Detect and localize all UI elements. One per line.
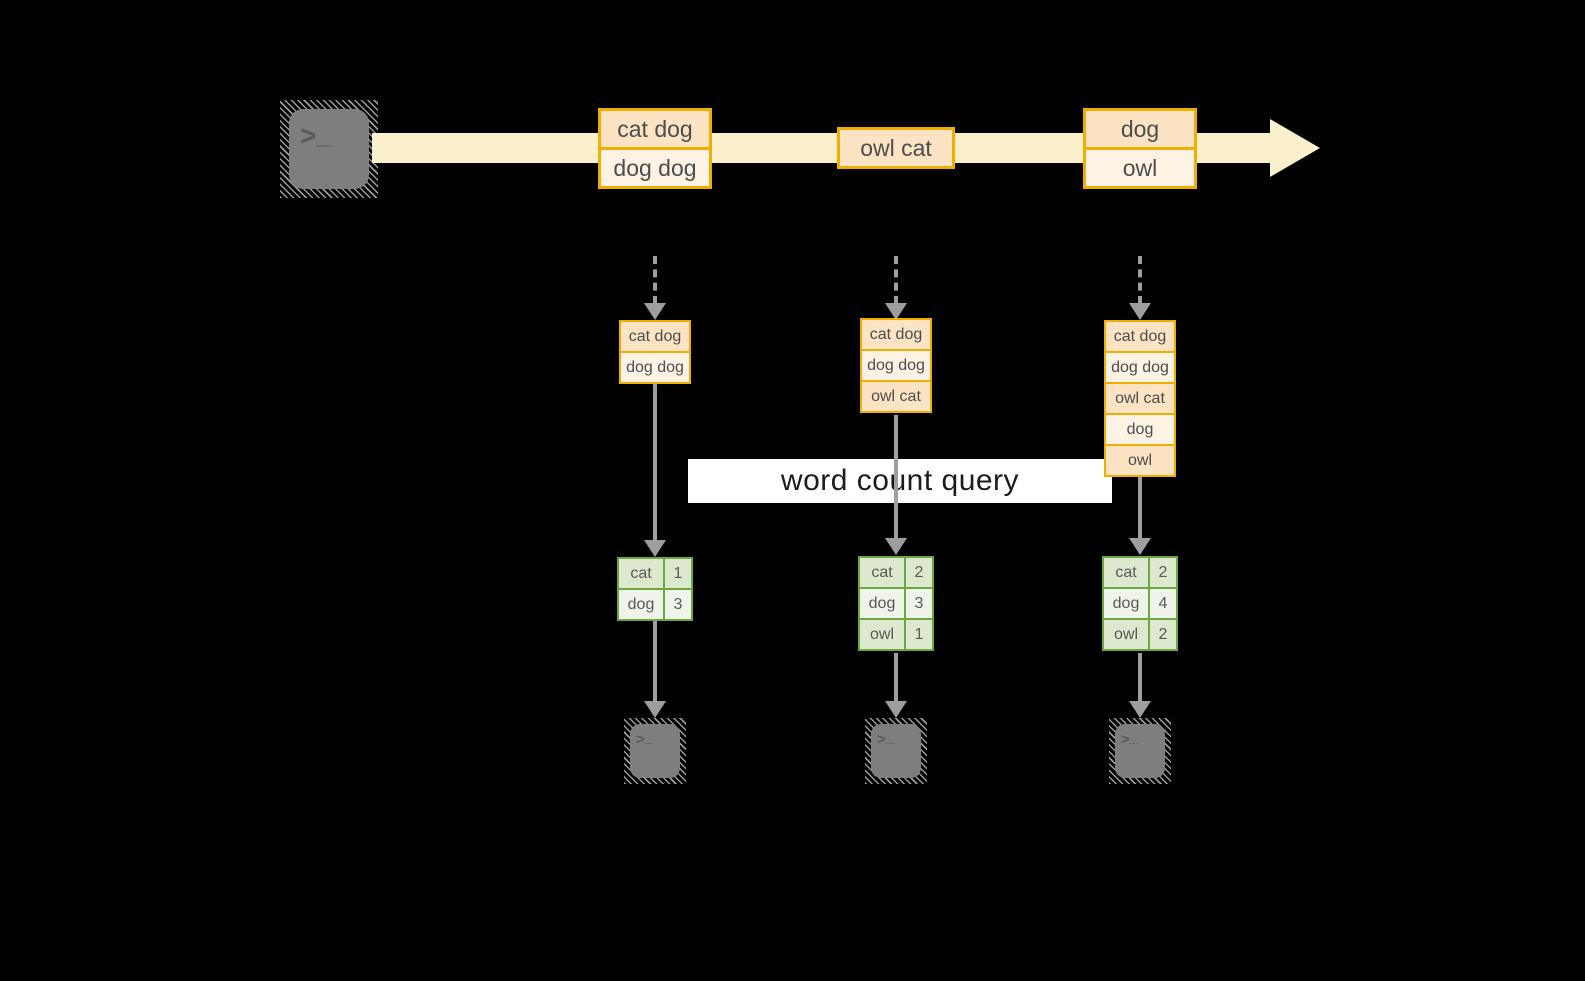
event-buffer-3: cat dog dog dog owl cat dog owl [1104,320,1176,477]
arrowhead-icon [644,540,666,557]
arrow-shaft [894,415,898,538]
arrowhead-icon [1129,701,1151,718]
arrow-shaft [1138,653,1142,701]
query-label: word count query [688,459,1112,503]
count-table-2: cat 2 dog 3 owl 1 [858,556,934,651]
terminal-output-icon-1: >_ [624,718,686,784]
count-value: 2 [1150,620,1176,649]
arrowhead-icon [885,538,907,555]
buffer-row: cat dog [621,322,689,351]
count-word: dog [1104,589,1148,618]
stream-event-group-3: dog owl [1083,108,1197,189]
terminal-prompt-icon: >_ [877,729,895,748]
prompt-chevron: > [1121,731,1130,748]
count-word: owl [860,620,904,649]
terminal-prompt-icon: >_ [1121,729,1139,748]
event-buffer-1: cat dog dog dog [619,320,691,384]
arrow-shaft [1138,477,1142,538]
count-value: 1 [665,559,691,588]
buffer-row: owl [1106,446,1174,475]
event-label: dog [1086,111,1194,147]
buffer-row: owl cat [862,382,930,411]
arrowhead-icon [1129,538,1151,555]
count-value: 2 [906,558,932,587]
count-word: cat [860,558,904,587]
buffer-row: dog [1106,415,1174,444]
terminal-body [630,724,680,778]
terminal-prompt-icon: >_ [636,729,654,748]
count-value: 1 [906,620,932,649]
stream-event-group-2: owl cat [837,127,955,169]
count-value: 2 [1150,558,1176,587]
arrow-shaft [653,384,657,540]
prompt-chevron: > [877,731,886,748]
dashed-arrowhead-icon [644,303,666,320]
event-buffer-2: cat dog dog dog owl cat [860,318,932,413]
dashed-arrow-shaft [653,256,657,304]
buffer-row: cat dog [1106,322,1174,351]
event-label: dog dog [601,150,709,186]
arrowhead-icon [885,701,907,718]
terminal-output-icon-2: >_ [865,718,927,784]
prompt-chevron: > [300,120,317,151]
count-table-3: cat 2 dog 4 owl 2 [1102,556,1178,651]
stream-arrowhead-icon [1270,119,1320,177]
dashed-arrowhead-icon [1129,303,1151,320]
count-table-1: cat 1 dog 3 [617,557,693,621]
terminal-body [289,109,369,189]
buffer-row: dog dog [862,351,930,380]
dashed-arrow-shaft [1138,256,1142,304]
buffer-row: dog dog [1106,353,1174,382]
count-word: dog [860,589,904,618]
prompt-underscore: _ [885,729,895,746]
terminal-output-icon-3: >_ [1109,718,1171,784]
event-label: cat dog [601,111,709,147]
buffer-row: dog dog [621,353,689,382]
event-label: owl cat [840,130,952,166]
count-value: 4 [1150,589,1176,618]
terminal-body [1115,724,1165,778]
terminal-body [871,724,921,778]
buffer-row: cat dog [862,320,930,349]
terminal-source-icon: >_ [280,100,378,198]
prompt-underscore: _ [644,729,654,746]
count-value: 3 [665,590,691,619]
count-word: owl [1104,620,1148,649]
count-word: cat [619,559,663,588]
stream-event-group-1: cat dog dog dog [598,108,712,189]
buffer-row: owl cat [1106,384,1174,413]
prompt-chevron: > [636,731,645,748]
dashed-arrow-shaft [894,256,898,304]
prompt-underscore: _ [316,118,332,149]
event-label: owl [1086,150,1194,186]
arrow-shaft [653,621,657,701]
prompt-underscore: _ [1129,729,1139,746]
dashed-arrowhead-icon [885,303,907,320]
count-value: 3 [906,589,932,618]
count-word: dog [619,590,663,619]
arrowhead-icon [644,701,666,718]
count-word: cat [1104,558,1148,587]
terminal-prompt-icon: >_ [300,118,332,151]
arrow-shaft [894,653,898,701]
